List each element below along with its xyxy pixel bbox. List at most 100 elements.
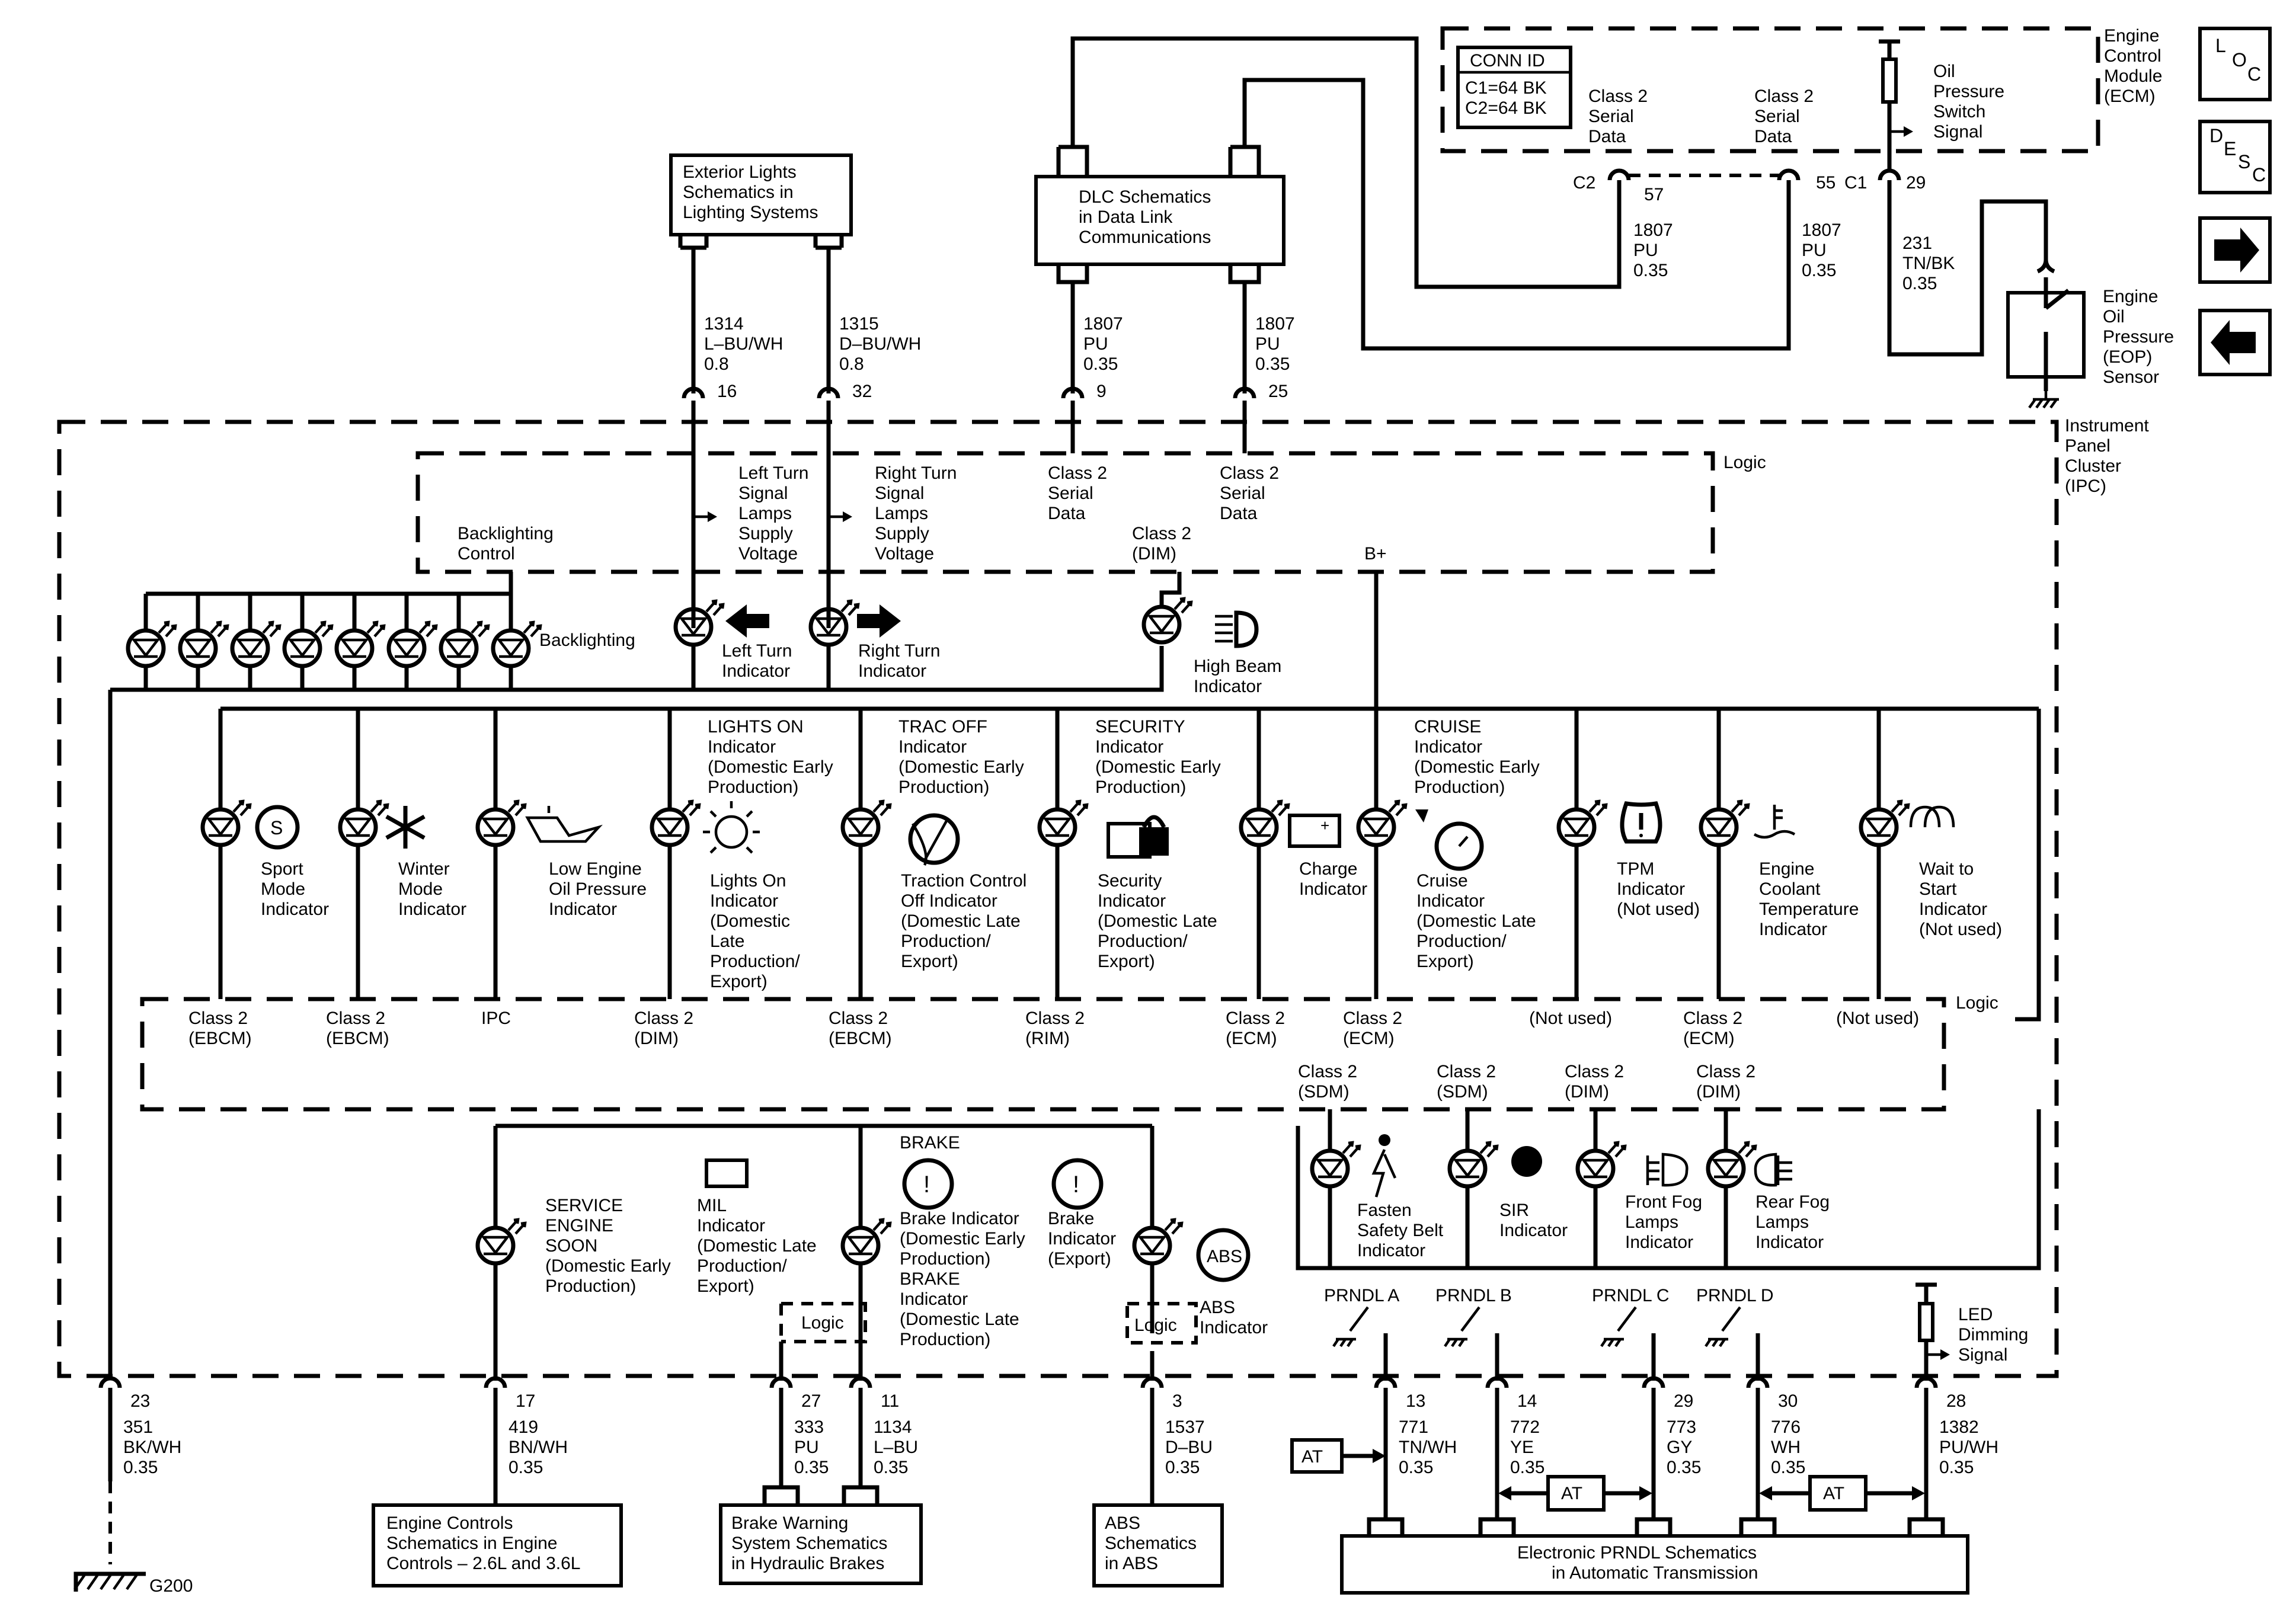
- eop-sensor-label-line: Oil: [2103, 307, 2125, 327]
- led-rays: [872, 799, 892, 817]
- led-triangle: [1711, 1158, 1741, 1178]
- indicator-name-line: Temperature: [1759, 900, 1859, 919]
- backlighting-label: Backlighting: [539, 630, 635, 650]
- front-fog-icon: [1646, 1153, 1689, 1187]
- service-engine-soon-label-line: SERVICE: [545, 1196, 623, 1215]
- nav-letter-line: C: [2252, 164, 2266, 185]
- logic-top-boundary: [415, 451, 1715, 574]
- mil-indicator-label-line: (Domestic Late: [697, 1236, 817, 1256]
- indicator-name-line: Cruise: [1416, 871, 1468, 891]
- indicator-source-line: Class 2: [1565, 1062, 1624, 1081]
- seatbelt-indicator-label-line: Indicator: [1357, 1241, 1425, 1260]
- oil-pressure-switch-label-line: Switch: [1933, 102, 1985, 121]
- pin-label: 27: [801, 1391, 821, 1411]
- indicator-name-line: Low Engine: [549, 859, 642, 879]
- connector-terminal: [1061, 386, 1085, 399]
- indicator-source: Class 2(ECM): [1343, 1009, 1402, 1048]
- indicator-source: Class 2(DIM): [634, 1009, 693, 1048]
- indicator-name-line: (Domestic Late: [1416, 911, 1536, 931]
- left-turn-supply-label-line: Supply: [738, 524, 793, 543]
- bplus-label-line: B+: [1364, 544, 1387, 564]
- at-label-line: AT: [1823, 1484, 1844, 1503]
- arrow-right-icon: [2214, 228, 2259, 273]
- led-dimming-wire: [1916, 1282, 1937, 1381]
- connector-terminal: [98, 1376, 122, 1388]
- abs-led-icon: [1132, 1225, 1172, 1266]
- indicator-source-line: (EBCM): [188, 1029, 252, 1048]
- prndl-switch-hatch: [1444, 1338, 1451, 1347]
- connector-terminal: [849, 1376, 872, 1388]
- left-turn-supply-label-line: Left Turn: [738, 463, 808, 483]
- pin-label-line: 32: [852, 382, 872, 401]
- ground-hatch: [2049, 398, 2058, 409]
- wire-circuit-line: D–BU: [1165, 1438, 1213, 1457]
- prndl-switch-hatch: [1600, 1338, 1607, 1347]
- brake-warning-ref-line: in Hydraulic Brakes: [731, 1554, 884, 1573]
- led-rays: [705, 599, 725, 616]
- pin-label: 32: [852, 382, 872, 401]
- pin-label: 13: [1406, 1391, 1425, 1411]
- indicator-name-line: Export): [710, 972, 768, 991]
- led-triangle: [846, 817, 875, 837]
- nav-letter-line: C: [2247, 63, 2261, 85]
- ipc-label-line: (IPC): [2065, 476, 2106, 496]
- wire-eop-sensor: [1887, 180, 2048, 357]
- indicator-name-line: Export): [1416, 952, 1474, 971]
- indicator-name-line: Wait to: [1919, 859, 1974, 879]
- ground-icon: [2033, 391, 2059, 401]
- pin-label-line: 17: [516, 1391, 535, 1411]
- brake-icon: [902, 1158, 954, 1210]
- led-triangle: [481, 1235, 510, 1255]
- led-rays: [682, 799, 701, 817]
- indicator-name-line: Engine: [1759, 859, 1814, 879]
- indicator-name-line: Indicator: [1098, 891, 1166, 911]
- connector-terminal: [1140, 1376, 1164, 1388]
- wire-circuit-line: 1807: [1255, 314, 1295, 334]
- brake-title-line: BRAKE: [900, 1133, 960, 1153]
- security-lock-shackle: [1141, 815, 1166, 828]
- backlighting-led-icon: [491, 628, 531, 668]
- led-dimming-label-line: Dimming: [1958, 1325, 2028, 1345]
- connector-terminal: [1878, 168, 1901, 181]
- connector-c1: C1: [1844, 173, 1867, 193]
- led-triangle: [1043, 817, 1072, 837]
- led-rays: [872, 1218, 892, 1235]
- indicator-name-early-line: (Domestic Early: [708, 757, 833, 777]
- prndl-switch-hatch: [1712, 1338, 1719, 1347]
- ground-hatch: [73, 1573, 87, 1590]
- prndl-switch-icon: [1447, 1306, 1480, 1341]
- class2-dim-label-line: (DIM): [1132, 544, 1176, 564]
- led-triangle: [1361, 817, 1391, 837]
- brake-export-icon-mark-line: !: [1073, 1172, 1079, 1198]
- brake-export-label-line: Brake: [1048, 1209, 1094, 1228]
- connector-terminal: [769, 1376, 793, 1388]
- logic-label-line: Logic: [1723, 453, 1766, 472]
- prndl-switch-hatch: [1719, 1338, 1726, 1347]
- logic-mid-boundary: [140, 997, 1946, 1112]
- indicator-name-early-line: Indicator: [1414, 737, 1482, 757]
- wire-circuit-line: 333: [794, 1417, 824, 1437]
- indicator-led-icon: [1239, 807, 1279, 847]
- indicator-source: Class 2(ECM): [1683, 1009, 1742, 1048]
- pin-label-line: 13: [1406, 1391, 1425, 1411]
- indicator-name-early-line: Production): [1095, 777, 1186, 797]
- led-rays: [232, 799, 252, 817]
- indicator-source: Class 2(SDM): [1298, 1062, 1357, 1102]
- conn-id-title-line: CONN ID: [1470, 51, 1545, 71]
- pin-label: 17: [516, 1391, 535, 1411]
- indicator-source: IPC: [481, 1009, 511, 1028]
- wire-circuit-line: 0.35: [1165, 1458, 1200, 1477]
- wire-circuit-line: 0.35: [794, 1458, 829, 1477]
- prndl-label-line: PRNDL D: [1696, 1286, 1774, 1305]
- indicator-name-line: Production/: [901, 932, 991, 951]
